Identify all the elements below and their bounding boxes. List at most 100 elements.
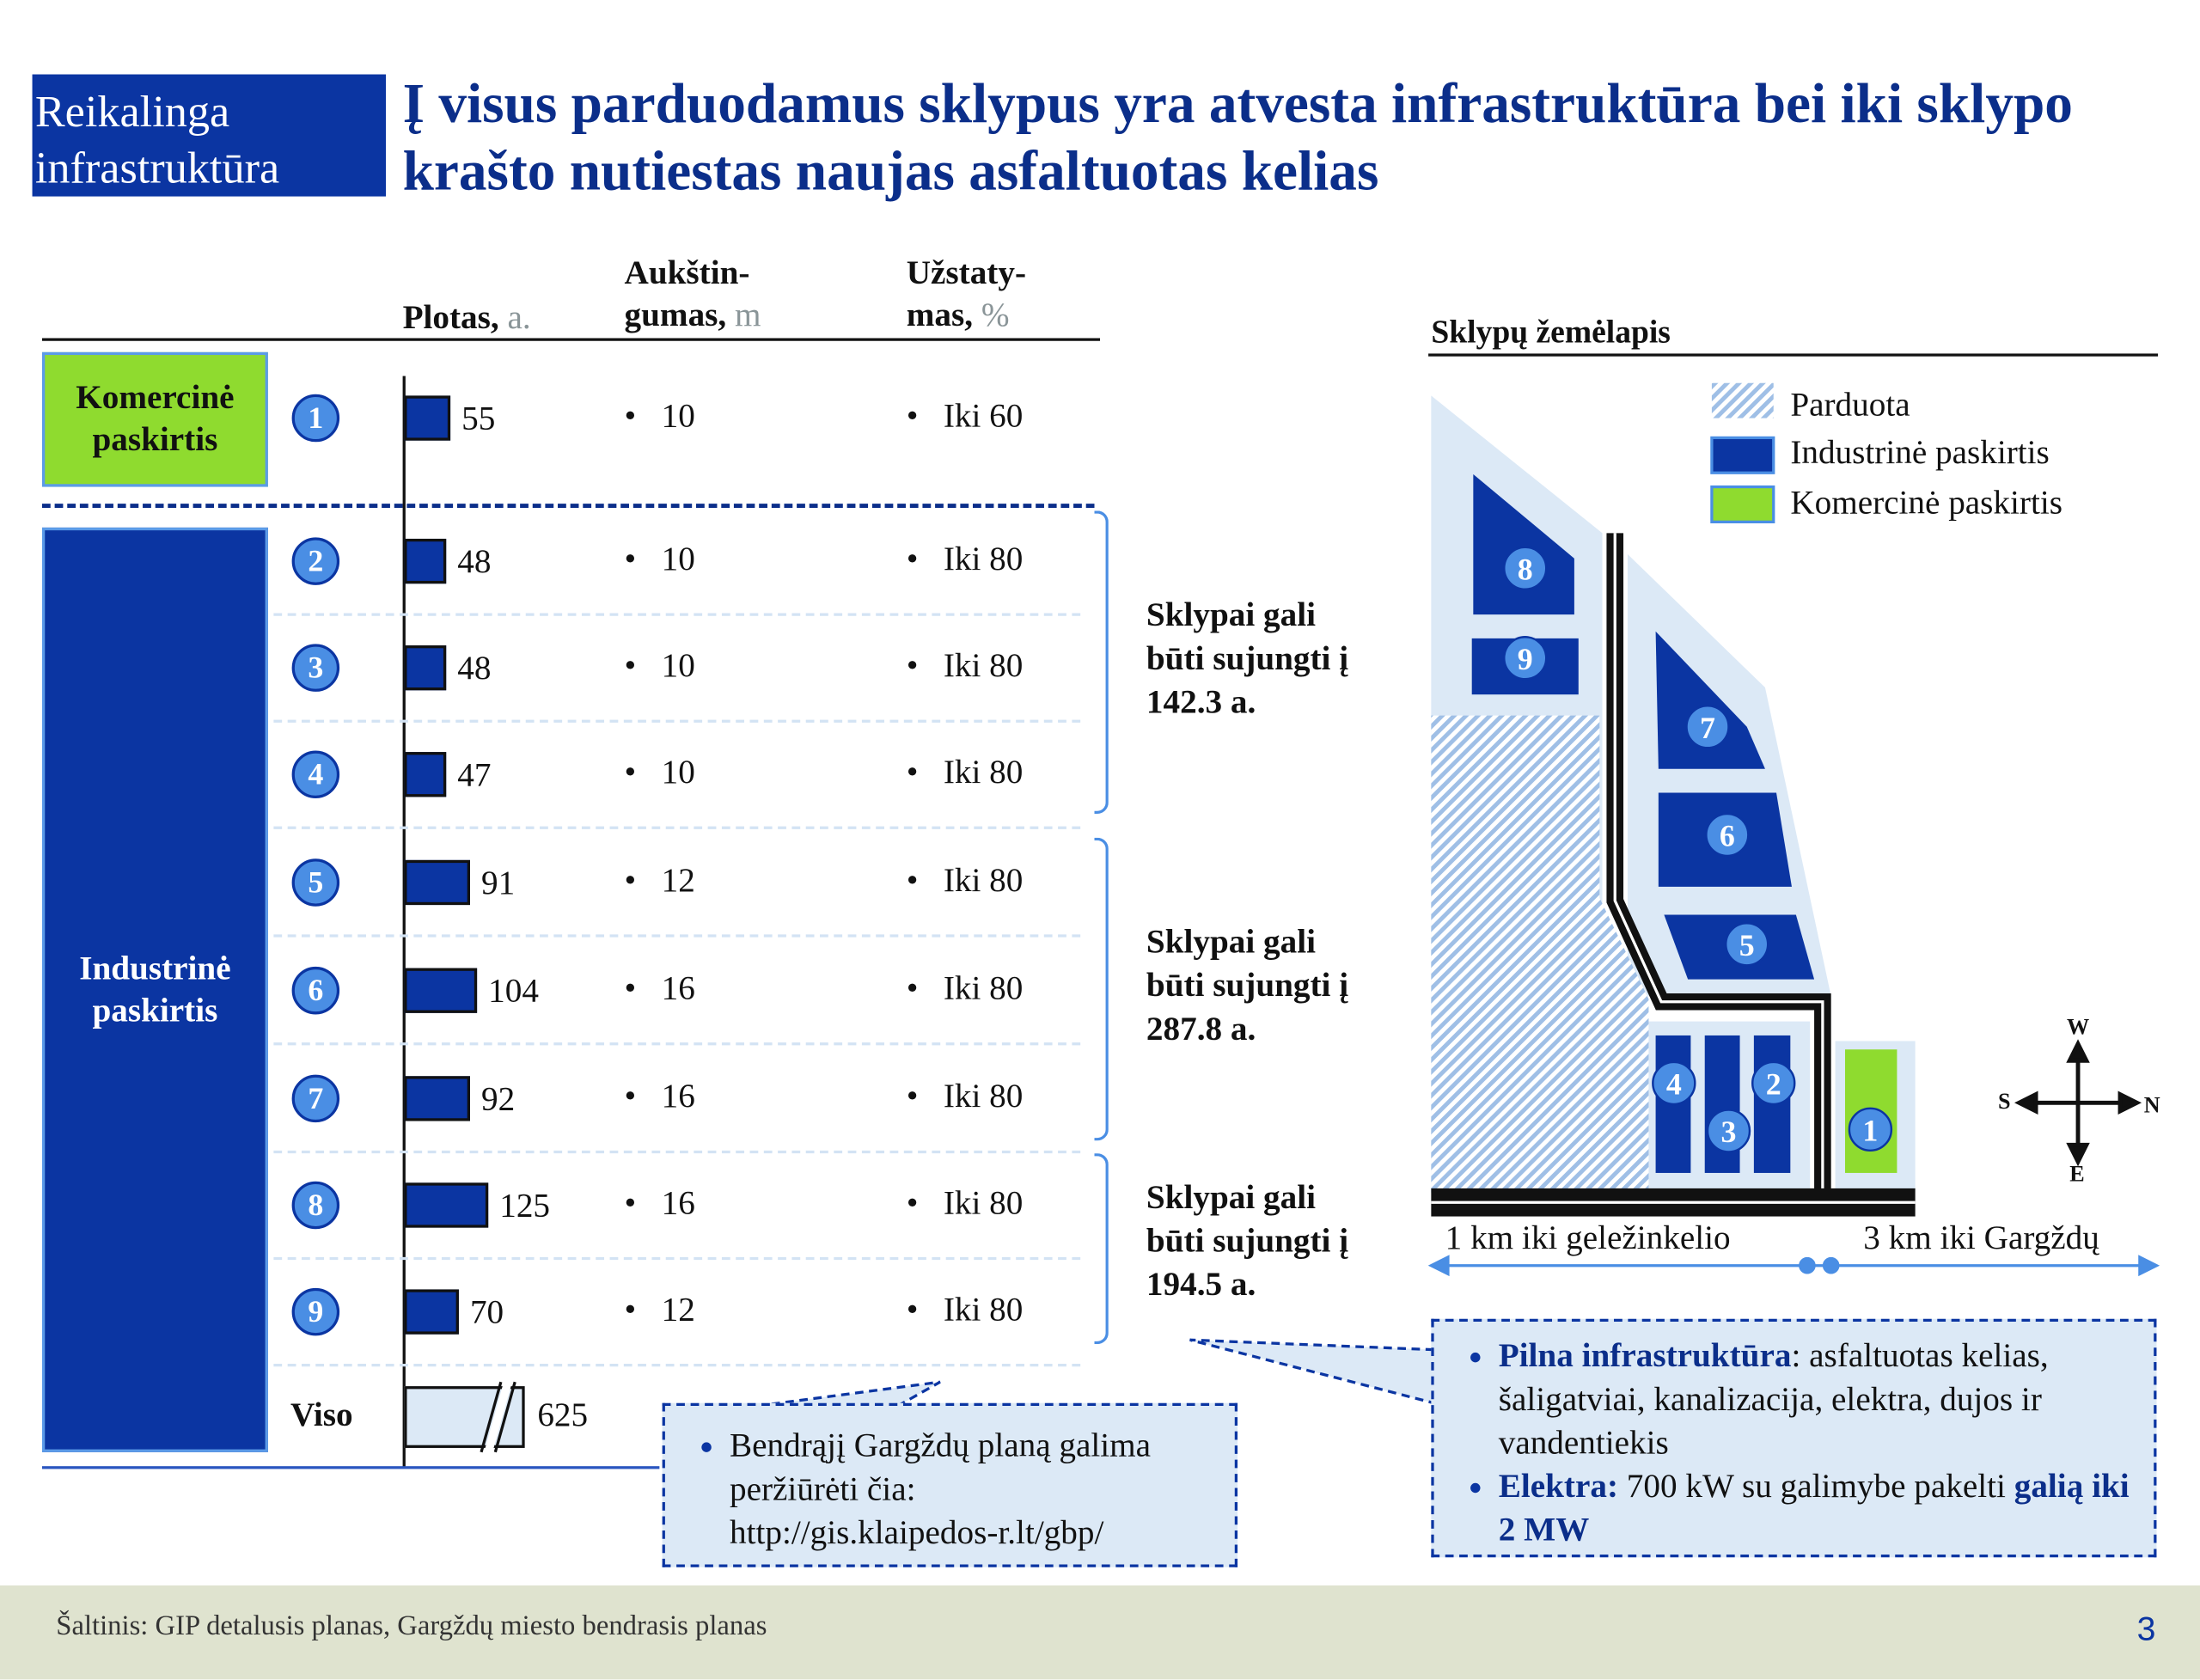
area-value: 92 [481,1081,516,1119]
coverage-text: Iki 80 [943,648,1024,685]
bracket [1094,837,1109,1141]
map-plot-number: 4 [1666,1067,1682,1102]
compass-e: E [2069,1163,2085,1188]
plot-8 [1473,473,1574,615]
map-plot-badge [1503,636,1548,681]
row-divider [273,1150,1081,1154]
sold-area [1431,715,1649,1193]
row-divider [273,1256,1081,1261]
footer-source: Šaltinis: GIP detalusis planas, Gargždų … [56,1610,767,1642]
compass-icon [2014,1039,2142,1167]
plot-number-badge: 2 [291,537,340,585]
legend-label-commercial: Komercinė paskirtis [1790,485,2062,522]
area-value: 125 [499,1188,551,1225]
coverage-value: • Iki 80 [906,863,1024,900]
area-value: 48 [457,544,492,581]
col-unit: a. [507,300,531,337]
plot-number-badge: 1 [291,394,340,443]
height-text: 10 [661,398,695,436]
plot-number-badge: 4 [291,750,340,799]
table-bottom-rule [41,1466,660,1469]
row-divider [273,613,1081,616]
coverage-text: Iki 80 [943,1185,1024,1223]
height-text: 10 [661,648,695,685]
col-header-height: Aukštin-gumas, m [625,253,761,337]
map-plot-number: 7 [1700,711,1715,745]
row-divider [273,1042,1081,1046]
plot-3 [1704,1035,1740,1173]
distance-railway: 1 km iki geležinkelio [1445,1220,1731,1257]
coverage-value: • Iki 80 [906,754,1024,791]
map-plot-number: 9 [1518,642,1533,676]
plot-number-badge: 5 [291,858,340,907]
page-title: Į visus parduodamus sklypus yra atvesta … [402,71,2073,203]
col-label: mas, [906,297,974,334]
join-line: Sklypai gali [1146,1180,1317,1217]
col-header-coverage: Užstaty-mas, % [907,253,1026,337]
plan-callout: Bendrąjį Gargždų planą galima peržiūrėti… [662,1402,1238,1567]
plot-number-badge: 3 [291,644,340,692]
height-text: 12 [661,1292,695,1329]
join-line: būti sujungti į [1146,968,1349,1005]
join-line: Sklypai gali [1146,597,1317,634]
distance-gargzdai: 3 km iki Gargždų [1863,1220,2099,1257]
map-plot-badge [1503,546,1548,590]
height-value: • 10 [624,398,695,436]
col-unit: % [981,297,1010,334]
height-text: 16 [661,1078,695,1115]
map-plot-number: 5 [1739,928,1755,962]
map-plot-badge [1706,1109,1751,1153]
area-value: 48 [457,651,492,688]
area-bar [404,1076,470,1121]
row-divider [273,934,1081,938]
total-value: 625 [537,1397,589,1434]
header-rule [41,338,1101,341]
map-plot-number: 6 [1720,819,1735,853]
plan-link[interactable]: http://gis.klaipedos-r.lt/gbp/ [730,1515,1104,1552]
coverage-text: Iki 80 [943,1078,1024,1115]
coverage-value: • Iki 80 [906,648,1024,685]
map-title-rule [1428,353,2159,357]
area-bar [404,1182,489,1228]
col-label: gumas, [624,297,727,334]
axis-break-icon [480,1381,516,1453]
category-industrial: Industrinė paskirtis [41,527,268,1452]
map-plot-badge [1848,1107,1893,1152]
area-value: 104 [488,974,539,1011]
bracket [1094,510,1109,814]
infra-text: 700 kW su galimybe pakelti [1618,1469,2014,1506]
bar-axis [402,376,406,1468]
legend-swatch-industrial [1710,436,1775,474]
col-label: Plotas, [402,300,499,337]
height-value: • 10 [624,754,695,791]
area-bar [404,1289,459,1335]
map-plot-badge [1751,1060,1796,1106]
legend-swatch-sold [1711,382,1774,418]
infra-bold: galią iki 2 MW [1498,1469,2130,1549]
coverage-value: • Iki 80 [906,1292,1024,1329]
plot-number-badge: 9 [291,1287,340,1336]
infra-bold: Elektra: [1498,1469,1619,1506]
coverage-value: • Iki 80 [906,970,1024,1008]
coverage-text: Iki 80 [943,863,1024,900]
height-text: 12 [661,863,695,900]
coverage-text: Iki 80 [943,1292,1024,1329]
legend-swatch-commercial [1710,485,1775,523]
height-value: • 16 [624,1078,695,1115]
coverage-value: • Iki 80 [906,541,1024,578]
height-value: • 16 [624,970,695,1008]
infra-bullet-2: Elektra: 700 kW su galimybe pakelti gali… [1499,1466,2137,1553]
map-plot-badge [1652,1060,1696,1106]
join-line: būti sujungti į [1146,1223,1349,1261]
height-text: 16 [661,1185,695,1223]
coverage-value: • Iki 60 [906,398,1024,436]
coverage-text: Iki 80 [943,754,1024,791]
height-value: • 12 [624,863,695,900]
area-bar [404,645,447,691]
area-value: 47 [457,757,492,795]
col-unit: m [735,297,761,334]
area-bar [404,538,447,584]
